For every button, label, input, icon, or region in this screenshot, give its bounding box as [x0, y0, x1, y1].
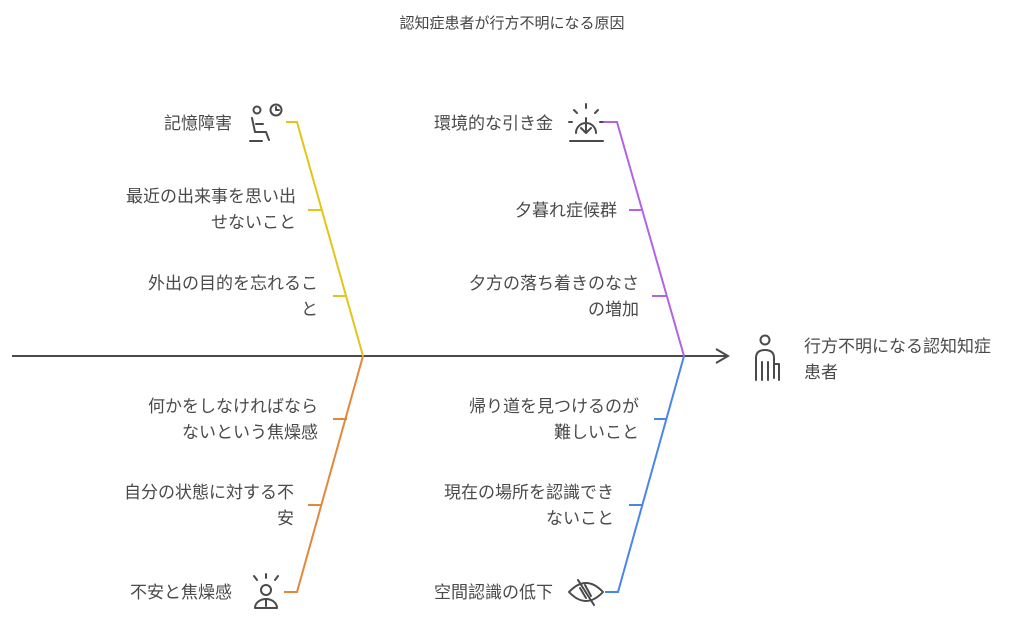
bone-memory — [286, 121, 364, 357]
bone-environment — [604, 121, 685, 357]
cause-spatial-2-line2: ないこと — [546, 509, 614, 529]
stressed-person-icon — [253, 573, 279, 609]
cause-memory-1-line2: せないこと — [211, 213, 296, 233]
bone-spatial — [605, 355, 685, 593]
effect-label-line2: 患者 — [804, 363, 838, 383]
cause-spatial-1-line2: 難しいこと — [554, 423, 639, 443]
cause-anxiety-1-line1: 何かをしなければなら — [148, 397, 318, 417]
bone-anxiety — [284, 355, 364, 593]
cause-anxiety-2-line1: 自分の状態に対する不 — [124, 483, 294, 503]
cause-environment-1: 夕暮れ症候群 — [515, 201, 617, 221]
cause-anxiety-2-line2: 安 — [277, 509, 294, 529]
sunset-icon — [568, 103, 604, 142]
eye-slash-icon — [568, 579, 604, 606]
person-with-cane-icon — [755, 334, 780, 381]
category-anxiety-label: 不安と焦燥感 — [130, 583, 232, 603]
effect-label-line1: 行方不明になる認知知症 — [804, 337, 991, 357]
category-environment-label: 環境的な引き金 — [434, 114, 553, 134]
cause-anxiety-1-line2: ないという焦燥感 — [182, 423, 318, 443]
person-waiting-clock-icon — [249, 103, 283, 142]
cause-memory-2-line1: 外出の目的を忘れるこ — [148, 274, 318, 294]
cause-memory-1-line1: 最近の出来事を思い出 — [126, 187, 296, 207]
diagram-title: 認知症患者が行方不明になる原因 — [399, 14, 624, 32]
cause-environment-2-line1: 夕方の落ち着きのなさ — [469, 274, 639, 294]
cause-memory-2-line2: と — [301, 300, 318, 320]
cause-environment-2-line2: の増加 — [588, 300, 639, 320]
spine-arrowhead — [715, 348, 730, 364]
cause-spatial-1-line1: 帰り道を見つけるのが — [469, 397, 639, 417]
cause-spatial-2-line1: 現在の場所を認識でき — [444, 483, 614, 503]
category-spatial-label: 空間認識の低下 — [434, 583, 553, 603]
category-memory-label: 記憶障害 — [164, 114, 232, 134]
